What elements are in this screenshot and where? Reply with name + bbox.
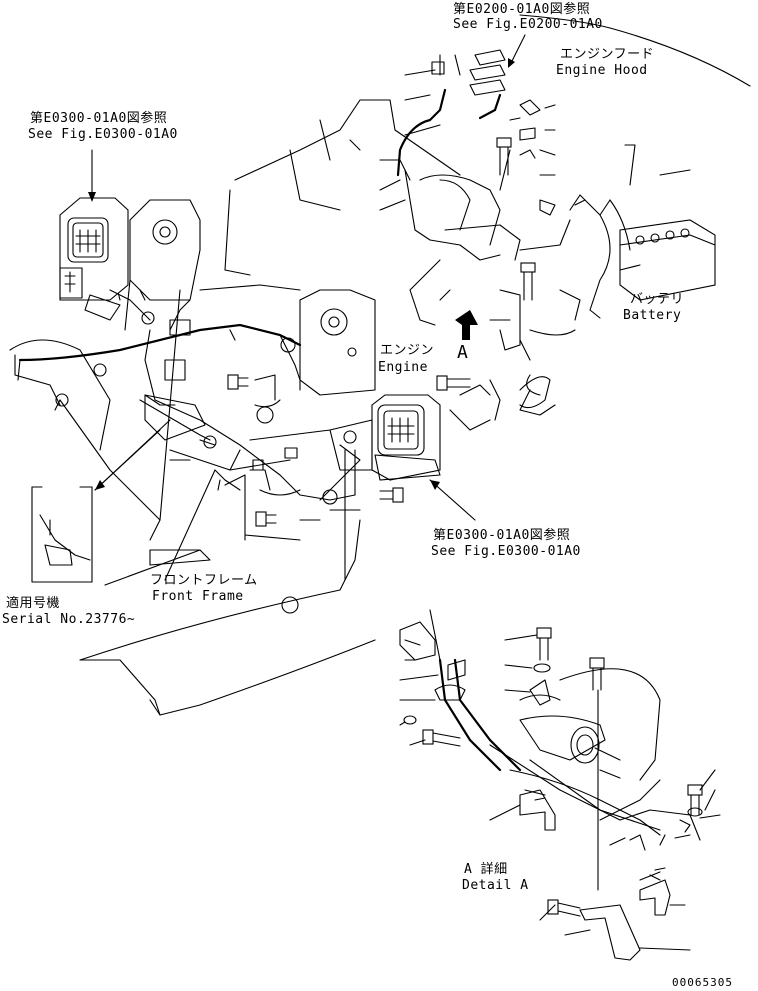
front-frame-label-jp: フロントフレーム (150, 573, 258, 588)
detail-a-label-en: Detail A (462, 878, 529, 893)
engine-label-en: Engine (378, 360, 428, 375)
front-frame-label-en: Front Frame (152, 589, 244, 604)
leader-lines (54, 34, 556, 581)
battery (619, 219, 716, 301)
battery-label-en: Battery (623, 308, 682, 323)
wiring-harness-main (14, 289, 404, 541)
middle-pivot-block (299, 289, 376, 396)
serial-label-jp: 適用号機 (6, 596, 61, 611)
callout-fig-e0300-left-jp: 第E0300-01A0図参照 (30, 111, 168, 126)
drawing-number: 00065305 (672, 976, 733, 989)
engine-label-jp: エンジン (380, 343, 435, 358)
engine-wiring (379, 49, 691, 416)
battery-label-jp: バッテリ (630, 292, 685, 307)
engine-hood-label-jp: エンジンフード (560, 47, 655, 62)
bolts-engine (436, 137, 536, 391)
callout-fig-e0200-en: See Fig.E0200-01A0 (453, 17, 603, 32)
work-lamp-left (59, 197, 129, 321)
left-pivot-block (124, 199, 201, 331)
engine-hood-outline (519, 14, 751, 87)
view-a-label: A (457, 342, 469, 363)
serial-label-en: Serial No.23776~ (2, 612, 136, 627)
callout-fig-e0200-jp: 第E0200-01A0図参照 (453, 2, 591, 17)
callout-fig-e0300-right-jp: 第E0300-01A0図参照 (433, 528, 571, 543)
serial-inset (31, 486, 201, 586)
callout-fig-e0300-left-en: See Fig.E0300-01A0 (28, 127, 178, 142)
detail-a (399, 609, 721, 961)
detail-a-label-jp: A 詳細 (464, 862, 508, 877)
engine-hood-label-en: Engine Hood (556, 63, 648, 78)
view-arrow-icon (455, 310, 478, 340)
engine-details (349, 139, 551, 431)
work-lamp-right (329, 394, 441, 481)
callout-fig-e0300-right-en: See Fig.E0300-01A0 (431, 544, 581, 559)
